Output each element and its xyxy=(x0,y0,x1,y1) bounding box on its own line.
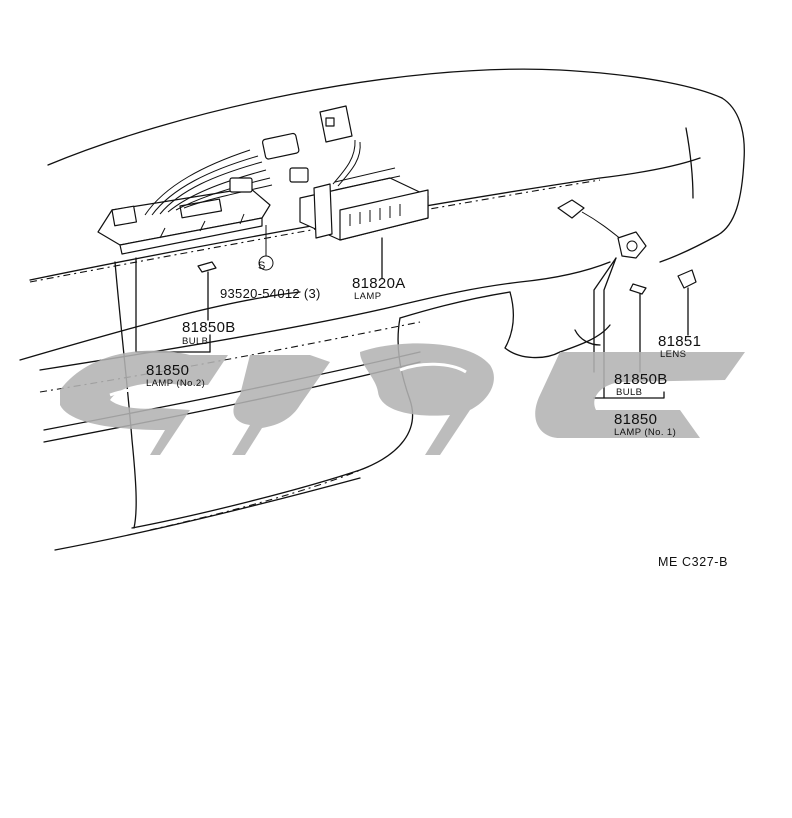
room-lamp-no2 xyxy=(97,132,309,255)
bulb-no2-sub-label: BULB xyxy=(182,336,208,347)
lamp-no1-sub-label: LAMP (No. 1) xyxy=(614,427,676,438)
lamp-no2-part-number: 81850 xyxy=(146,362,189,379)
roof-outline xyxy=(19,68,745,443)
bolt-symbol: S xyxy=(258,260,266,272)
bulb-no1-sub-label: BULB xyxy=(616,387,642,398)
center-lamp-sub-label: LAMP xyxy=(354,291,381,302)
screw xyxy=(258,225,274,271)
lower-trim xyxy=(54,261,611,551)
leader-lines xyxy=(135,237,689,399)
bulb-no2-part-number: 81850B xyxy=(182,319,236,336)
lens-sub-label: LENS xyxy=(660,349,686,360)
lamp-no2-sub-label: LAMP (No.2) xyxy=(146,378,205,389)
diagram-code: ME C327-B xyxy=(658,555,728,569)
bulb-no1-part-number: 81850B xyxy=(614,371,668,388)
map-lamp-no1 xyxy=(557,199,697,295)
lens-part-number: 81851 xyxy=(658,333,701,350)
bolt-part-number: 93520-54012 (3) xyxy=(220,286,321,301)
bulb-no2 xyxy=(197,261,217,273)
lamp-no1-part-number: 81850 xyxy=(614,411,657,428)
watermark-logo xyxy=(60,343,745,455)
center-lamp xyxy=(299,105,429,241)
center-lamp-part-number: 81820A xyxy=(352,275,406,292)
